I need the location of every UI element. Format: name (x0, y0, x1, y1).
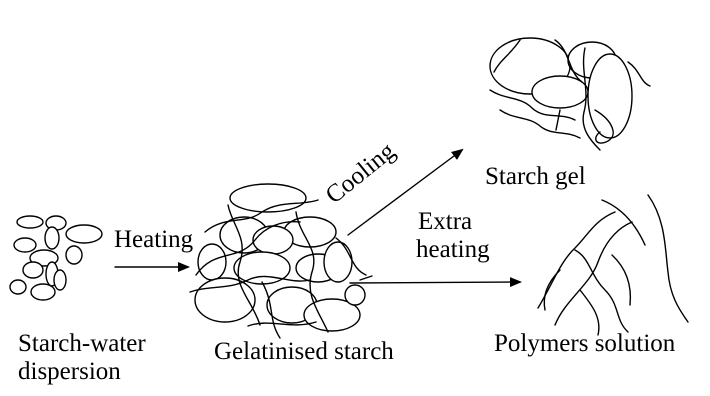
starch-water-line1: Starch-water (18, 330, 146, 358)
gelatinised-starch-label: Gelatinised starch (214, 338, 394, 366)
gelatinised-granules (190, 184, 372, 338)
starch-gel-label: Starch gel (485, 163, 586, 191)
starch-gel-drawing (490, 38, 650, 150)
polymers-solution-label: Polymers solution (494, 330, 675, 358)
extra-heating-line2: heating (416, 236, 490, 264)
polymers-solution-drawing (538, 195, 688, 335)
starch-granules (10, 216, 102, 300)
heating-label: Heating (114, 226, 193, 254)
extra-heating-arrow (350, 282, 520, 283)
starch-water-label: Starch-water dispersion (18, 330, 146, 385)
extra-heating-line1: Extra (418, 208, 490, 236)
starch-water-line2: dispersion (18, 358, 146, 386)
extra-heating-label: Extra heating (418, 208, 490, 263)
